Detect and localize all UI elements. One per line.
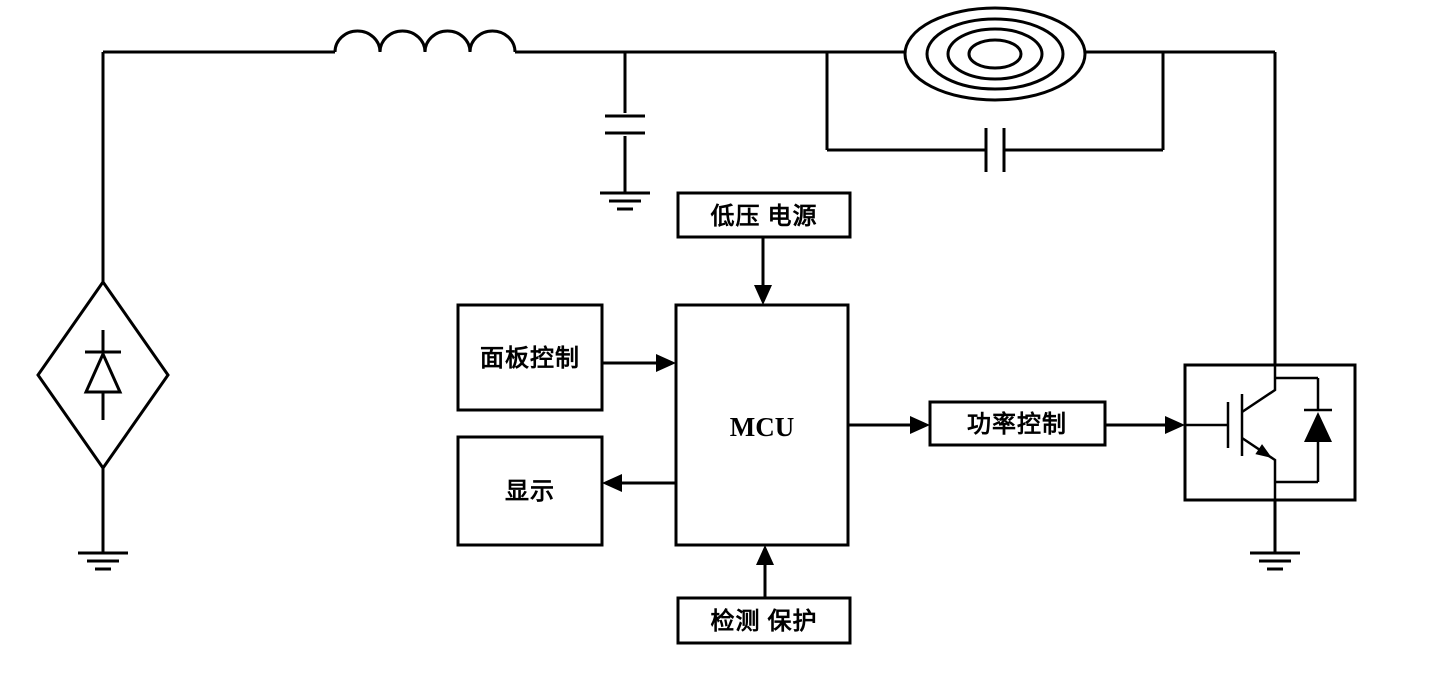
resonant-capacitor-branch bbox=[825, 52, 1165, 172]
block-power-control: 功率控制 bbox=[928, 400, 1107, 447]
igbt-collector bbox=[1241, 365, 1277, 414]
coil-ring-4 bbox=[967, 38, 1023, 70]
arrow-detection-to-mcu bbox=[756, 545, 774, 598]
induction-coil bbox=[903, 6, 1087, 102]
block-detection-protection: 检测 保护 bbox=[676, 596, 852, 645]
rectifier-diamond bbox=[36, 279, 170, 471]
arrow-head-left bbox=[602, 474, 622, 492]
filter-capacitor bbox=[605, 52, 645, 192]
arrow-head-right bbox=[656, 354, 676, 372]
block-mcu: MCU bbox=[674, 303, 850, 547]
igbt-module bbox=[1183, 363, 1357, 502]
arrow-power-control-to-igbt bbox=[1105, 416, 1185, 434]
igbt-emitter-arrow bbox=[1255, 444, 1272, 458]
arrow-mcu-to-power-control bbox=[848, 416, 930, 434]
igbt-diode-triangle bbox=[1304, 412, 1332, 442]
panel-control-box bbox=[456, 303, 604, 412]
display-box bbox=[456, 435, 604, 547]
ground-symbol-right bbox=[1248, 551, 1302, 571]
display-label: 显示 bbox=[505, 479, 555, 505]
block-low-voltage-supply: 低压 电源 bbox=[676, 191, 852, 239]
arrow-head-right bbox=[1165, 416, 1185, 434]
panel-control-label: 面板控制 bbox=[480, 344, 580, 372]
arrow-mcu-to-display bbox=[602, 474, 676, 492]
ground-symbol-middle bbox=[598, 191, 652, 211]
arrow-head-down bbox=[754, 285, 772, 305]
mcu-label: MCU bbox=[730, 412, 794, 442]
arrow-head-up bbox=[756, 545, 774, 565]
ground-symbol-left bbox=[76, 551, 130, 571]
bridge-rectifier bbox=[36, 279, 170, 471]
series-inductor bbox=[333, 29, 517, 53]
arrow-head-right bbox=[910, 416, 930, 434]
main-power-wires bbox=[101, 50, 1277, 553]
power-control-box bbox=[928, 400, 1107, 447]
detection-protection-box bbox=[676, 596, 852, 645]
block-display: 显示 bbox=[456, 435, 604, 547]
low-voltage-supply-label: 低压 电源 bbox=[710, 203, 818, 230]
arrow-low-voltage-to-mcu bbox=[754, 237, 772, 305]
arrow-panel-to-mcu bbox=[602, 354, 676, 372]
block-panel-control: 面板控制 bbox=[456, 303, 604, 412]
detection-protection-label: 检测 保护 bbox=[711, 607, 818, 635]
mcu-box bbox=[674, 303, 850, 547]
power-control-label: 功率控制 bbox=[967, 410, 1067, 438]
igbt-box bbox=[1183, 363, 1357, 502]
igbt-emitter bbox=[1241, 436, 1277, 500]
